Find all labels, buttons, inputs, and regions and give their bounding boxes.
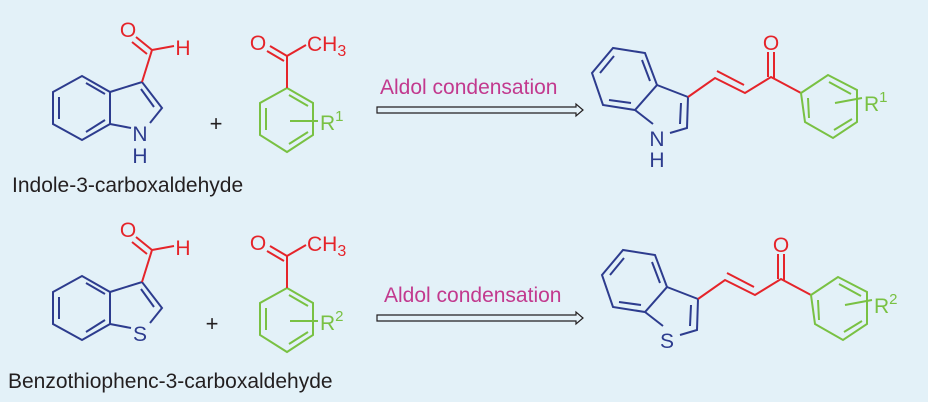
nh-hydrogen: H xyxy=(132,145,147,168)
ketone-bonds xyxy=(266,44,307,88)
product-pyrrole-ring xyxy=(634,84,690,134)
aryl-ring xyxy=(259,86,314,154)
enone-bonds xyxy=(697,254,812,300)
reaction-arrow: Aldol condensation xyxy=(376,76,584,118)
product-substituent-r2: R2 xyxy=(874,291,898,318)
benzothiophene-chalcone-product: S O R2 xyxy=(600,234,898,353)
aldehyde-name-label: Indole-3-carboxaldehyde xyxy=(12,174,243,197)
product-thiophene-ring xyxy=(644,286,700,336)
substituent-r2: R2 xyxy=(320,308,344,335)
product-substituent-r1: R1 xyxy=(864,89,888,116)
arrow-icon xyxy=(376,102,584,118)
plus-sign: + xyxy=(210,111,223,136)
condition-label: Aldol condensation xyxy=(384,284,561,307)
condition-label: Aldol condensation xyxy=(380,76,557,99)
product-benzene-double-bonds xyxy=(609,257,661,306)
aldehyde-hydrogen: H xyxy=(175,237,190,260)
product-nh-hydrogen: H xyxy=(649,149,664,172)
substituent-r1: R1 xyxy=(320,108,344,135)
thiophene-ring xyxy=(109,280,164,329)
acetophenone-structure: O CH3 R1 xyxy=(250,32,346,154)
acetophenone-structure: O CH3 R2 xyxy=(250,232,346,354)
aldehyde-bonds xyxy=(131,236,175,283)
product-oxygen: O xyxy=(763,32,779,55)
product-nitrogen-atom: N xyxy=(649,128,664,151)
product-aryl-double-bonds xyxy=(807,81,863,131)
ketone-oxygen: O xyxy=(250,32,266,55)
ketone-oxygen: O xyxy=(250,232,266,255)
indole-chalcone-product: N H O R1 xyxy=(590,32,888,172)
aldehyde-oxygen: O xyxy=(120,219,136,242)
aldehyde-oxygen: O xyxy=(120,19,136,42)
methyl-group: CH3 xyxy=(307,33,346,60)
product-oxygen: O xyxy=(773,234,789,257)
product-aryl-ring xyxy=(809,275,868,342)
indole-aldehyde-structure: N H O H xyxy=(52,19,191,168)
methyl-group: CH3 xyxy=(307,233,346,260)
aryl-double-bonds xyxy=(265,294,318,345)
product-sulfur-atom: S xyxy=(660,330,674,353)
sulfur-atom: S xyxy=(133,323,147,346)
nitrogen-atom: N xyxy=(132,123,147,146)
reaction-arrow: Aldol condensation xyxy=(376,284,584,326)
benzene-double-bonds xyxy=(58,82,106,133)
arrow-icon xyxy=(376,310,584,326)
product-aryl-ring xyxy=(799,73,858,140)
aldehyde-bonds xyxy=(131,36,175,83)
aryl-double-bonds xyxy=(265,94,318,145)
product-benzene-double-bonds xyxy=(599,55,651,104)
pyrrole-ring xyxy=(109,80,164,129)
benzene-double-bonds xyxy=(58,282,106,333)
reaction-2: S O H Benzothiophenc-3-carboxaldehyde + … xyxy=(8,219,898,393)
aldehyde-name-label: Benzothiophenc-3-carboxaldehyde xyxy=(8,370,333,393)
aldehyde-hydrogen: H xyxy=(175,37,190,60)
product-aryl-double-bonds xyxy=(817,283,873,333)
aryl-ring xyxy=(259,286,314,354)
ketone-bonds xyxy=(266,244,307,288)
reaction-1: N H O H Indole-3-carboxaldehyde + O CH3 … xyxy=(12,19,888,197)
enone-bonds xyxy=(687,52,802,98)
plus-sign: + xyxy=(206,311,219,336)
benzothiophene-aldehyde-structure: S O H xyxy=(52,219,191,346)
